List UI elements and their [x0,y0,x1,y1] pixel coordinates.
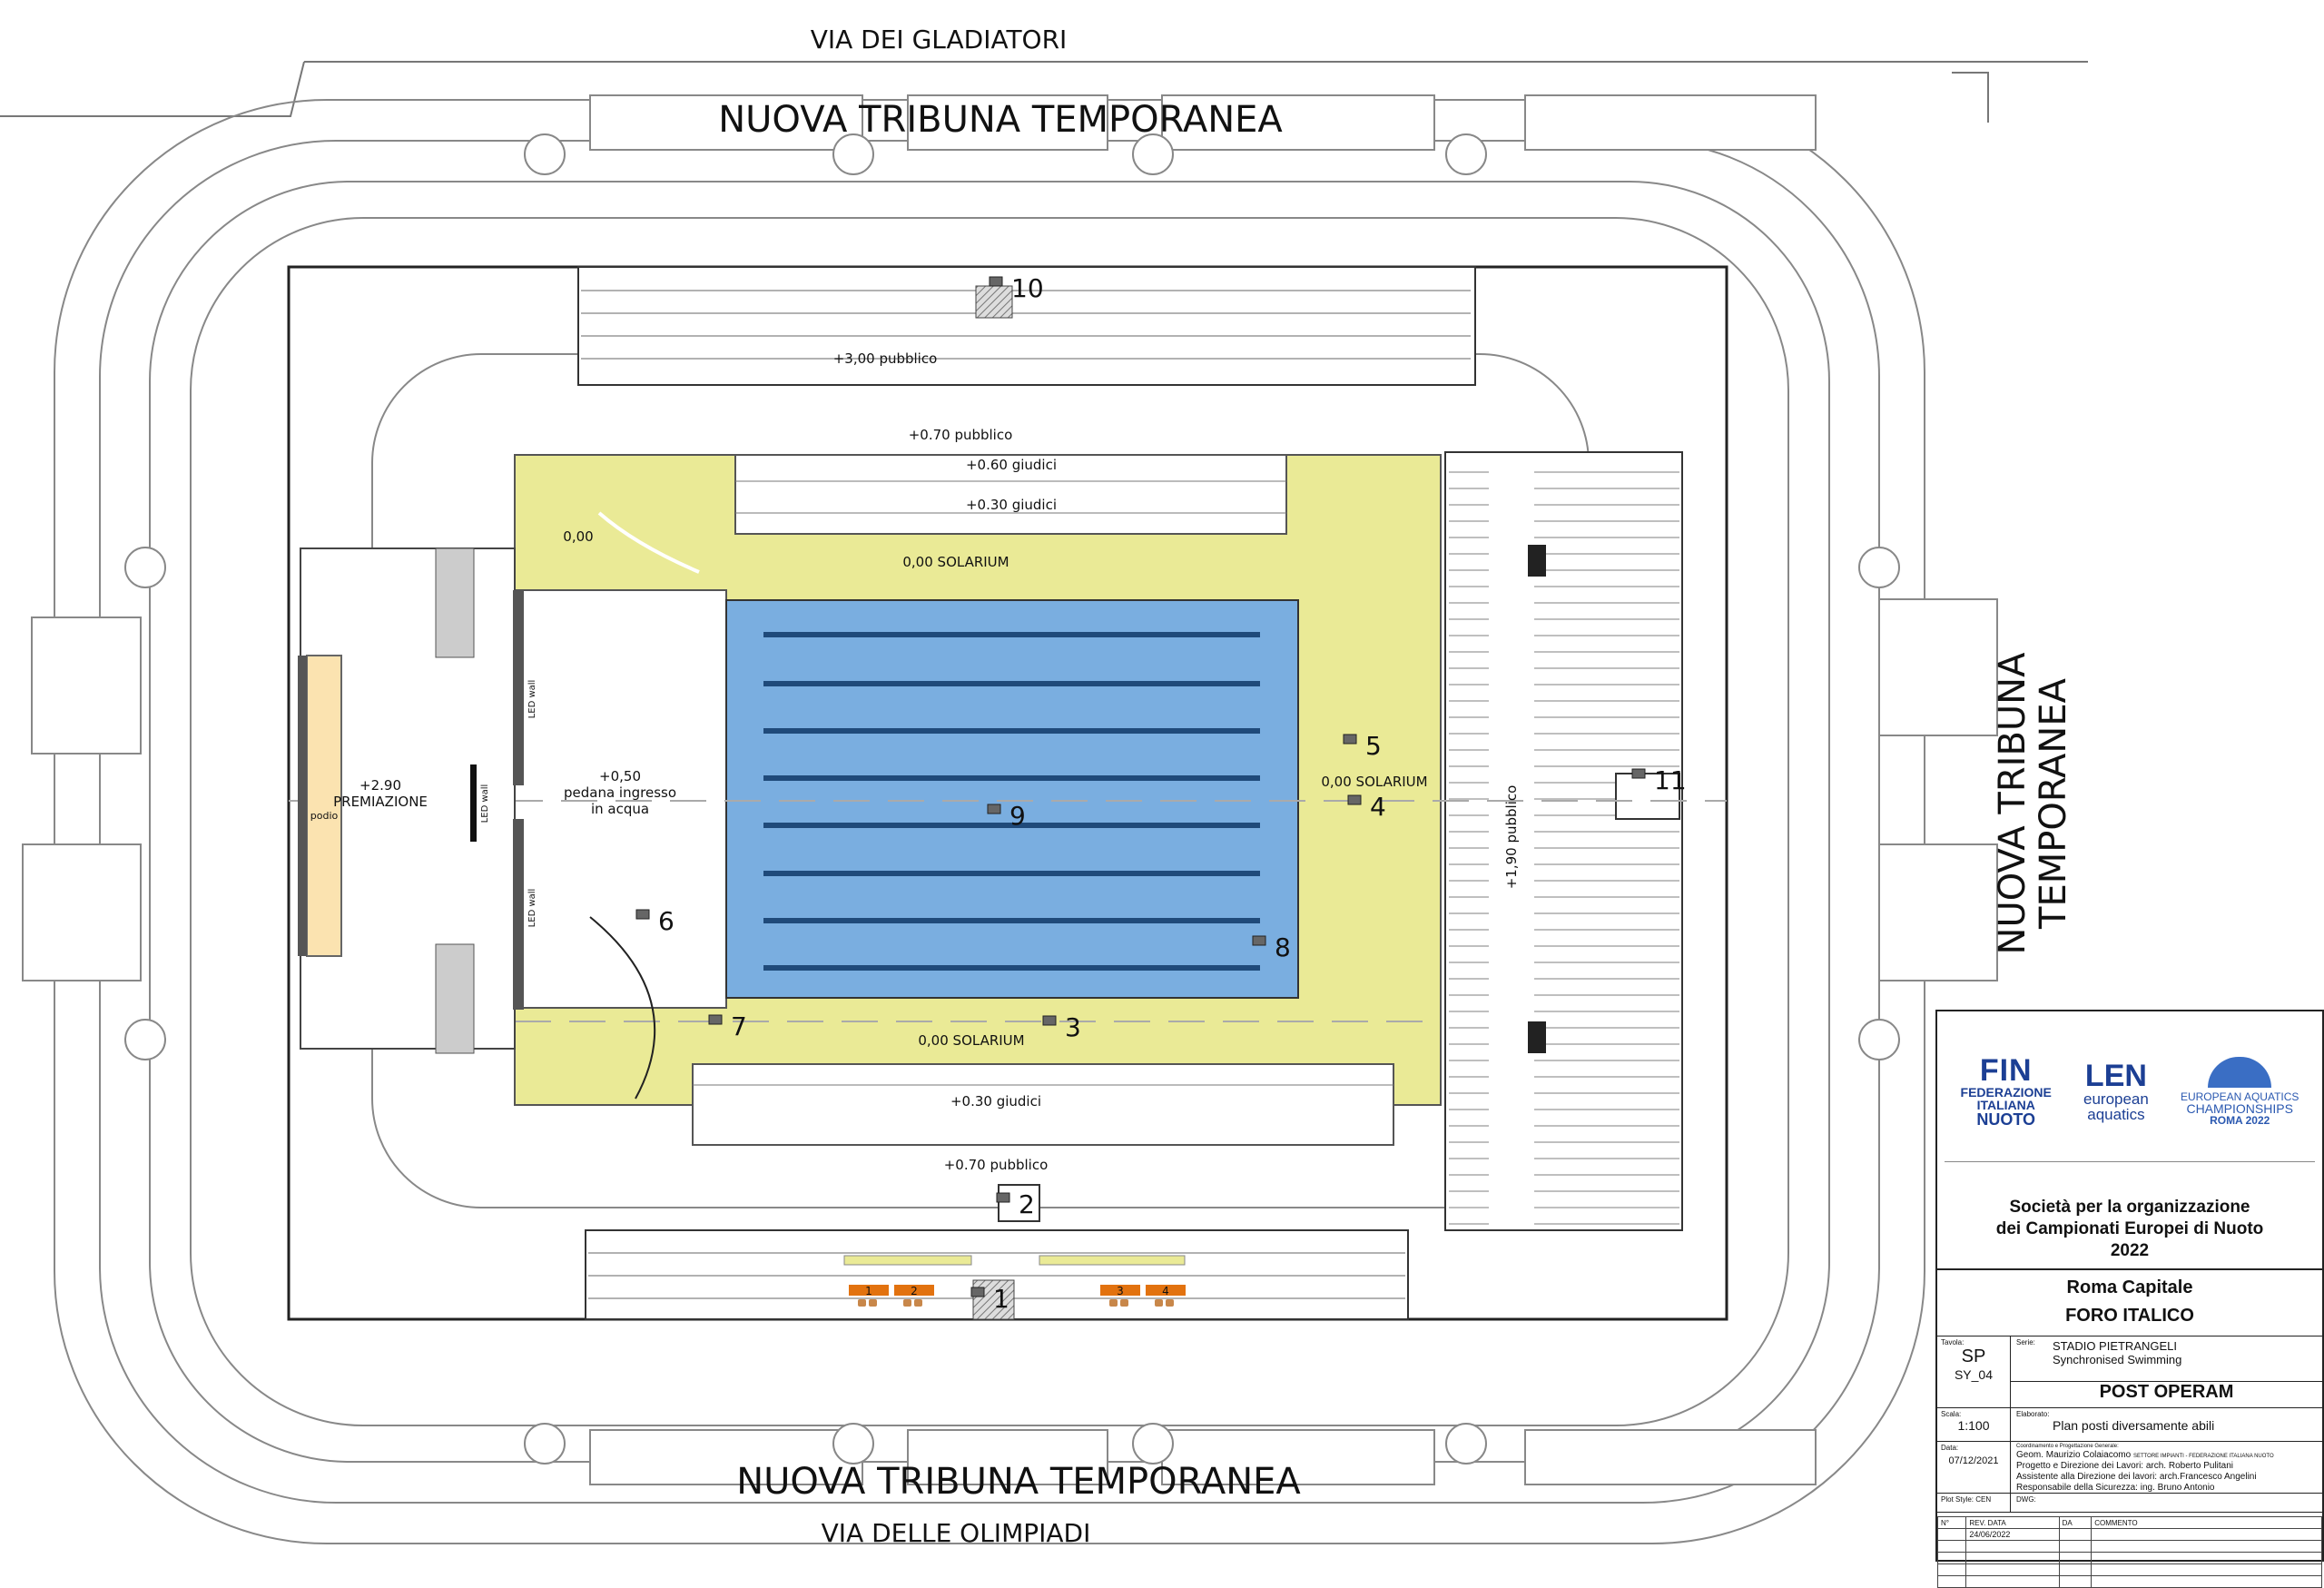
podio-label: podio [310,810,339,822]
camera-number: 1 [993,1284,1009,1314]
level-premiazione: +2.90 [359,777,401,794]
camera-number: 11 [1654,765,1687,795]
camera-positions: 1 2 3 4 5 6 7 8 9 10 11 [635,273,1687,1314]
wheelchair-space [1166,1299,1174,1307]
camera-icon [989,276,1003,287]
camera-icon [970,1287,985,1297]
camera-number: 9 [1009,801,1026,831]
phase: POST OPERAM [2099,1382,2234,1403]
accessible-seat-block [894,1285,934,1296]
camera-number: 5 [1365,731,1382,761]
pedana-label-1: pedana ingresso [564,784,676,801]
pedana [514,589,727,1009]
len-logo: LEN european aquatics [2083,1058,2149,1123]
led-wall-3 [513,819,524,1010]
wheelchair-space [1109,1299,1118,1307]
accessible-seats: 1 2 3 4 [849,1285,1186,1307]
level-deck-nw: 0,00 [563,528,593,545]
accessible-seat-number: 4 [1162,1285,1169,1297]
accessible-seat-block [849,1285,889,1296]
camera-icon [1347,794,1362,805]
site-outline [0,61,2088,123]
fin-logo: FIN FEDERAZIONE ITALIANA NUOTO [1960,1052,2052,1129]
level-east-public: +1,90 pubblico [1503,785,1520,890]
camera-icon [987,804,1001,814]
pool [725,599,1299,999]
tavola: SP [1961,1346,1986,1367]
stair-north [435,547,475,658]
camera-icon [1343,734,1357,745]
led-wall-label-2: LED wall [480,784,490,824]
camera-icon [635,909,650,920]
colosseum-icon [2208,1056,2272,1088]
camera-number: 6 [658,906,675,936]
led-wall-label-3: LED wall [527,889,537,928]
premiazione-label: PREMIAZIONE [333,794,428,810]
level-north-public: +0.70 pubblico [909,427,1013,443]
wheelchair-space [1155,1299,1163,1307]
podio [306,655,342,957]
wheelchair-space [858,1299,866,1307]
title-block: FIN FEDERAZIONE ITALIANA NUOTO LEN europ… [1935,1010,2324,1588]
level-judges-030-south: +0.30 giudici [950,1093,1041,1110]
pedana-label-2: in acqua [591,801,649,817]
led-wall-2 [470,764,477,842]
level-judges-060: +0.60 giudici [966,457,1057,473]
stair-south [435,943,475,1054]
camera-icon [1631,768,1646,779]
wheelchair-space [869,1299,877,1307]
level-north-stand: +3,00 pubblico [833,350,938,367]
wheelchair-space [914,1299,922,1307]
led-wall-1 [513,590,524,785]
tribune-north-label: NUOVA TRIBUNA TEMPORANEA [718,99,1283,141]
european-aquatics-championships-logo: EUROPEAN AQUATICS CHAMPIONSHIPS ROMA 202… [2181,1056,2299,1126]
level-south-public: +0.70 pubblico [944,1157,1049,1173]
wheelchair-space [903,1299,911,1307]
camera-icon [1042,1015,1057,1026]
east-stand-seating [1444,451,1683,1231]
camera-number: 4 [1370,792,1386,822]
camera-icon [708,1014,723,1025]
camera-number: 8 [1275,932,1291,962]
entry-arrow [597,511,700,574]
pedana-level: +0,50 [599,768,641,784]
organizer: Società per la organizzazione dei Campio… [1937,1189,2322,1271]
site: FORO ITALICO [1937,1302,2322,1337]
camera-icon [996,1192,1010,1203]
accessible-seat-number: 2 [911,1285,918,1297]
south-stand-seating [585,1184,1409,1320]
wheelchair-space [1120,1299,1128,1307]
road-north: VIA DEI GLADIATORI [811,25,1068,54]
solarium-south: 0,00 SOLARIUM [918,1032,1024,1049]
solarium-east: 0,00 SOLARIUM [1321,774,1427,790]
accessible-seat-number: 1 [865,1285,872,1297]
judges-stand-south [692,1063,1394,1146]
tribune-south-label: NUOVA TRIBUNA TEMPORANEA [736,1461,1301,1503]
judges-stand-north [734,454,1287,535]
camera-icon [1252,935,1266,946]
logos: FIN FEDERAZIONE ITALIANA NUOTO LEN europ… [1945,1021,2315,1162]
road-south: VIA DELLE OLIMPIADI [822,1518,1091,1548]
camera-number: 2 [1019,1189,1035,1219]
lane-ropes [763,632,1260,971]
solarium-north: 0,00 SOLARIUM [902,554,1009,570]
accessible-seat-block [1146,1285,1186,1296]
camera-number: 7 [731,1011,747,1041]
camera-number: 3 [1065,1012,1081,1042]
level-judges-030-north: +0.30 giudici [966,497,1057,513]
tribune-east-label-2: TEMPORANEA [2033,677,2074,930]
north-stand-seating [577,266,1476,386]
accessible-seat-block [1100,1285,1140,1296]
tribune-east-label-1: NUOVA TRIBUNA [1992,652,2034,955]
accessible-seat-number: 3 [1117,1285,1124,1297]
bowl-segments [22,94,1998,1485]
city: Roma Capitale [2066,1277,2193,1298]
led-wall-label-1: LED wall [527,680,537,719]
camera-number: 10 [1011,273,1044,303]
